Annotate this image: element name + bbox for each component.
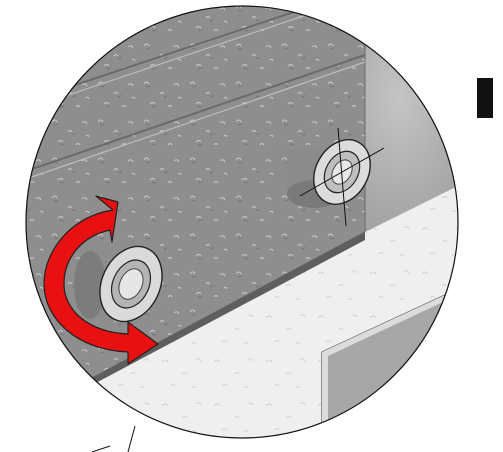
callout-circle (25, 5, 459, 439)
page-edge-marker (477, 78, 493, 118)
side-block (365, 40, 458, 232)
crosshair-icon (299, 127, 385, 227)
bushing-right (287, 127, 385, 227)
panel-groove-lower (26, 54, 366, 181)
leader-line (127, 425, 136, 452)
rotate-arrow-icon (43, 195, 159, 365)
bushing-left (74, 240, 163, 323)
